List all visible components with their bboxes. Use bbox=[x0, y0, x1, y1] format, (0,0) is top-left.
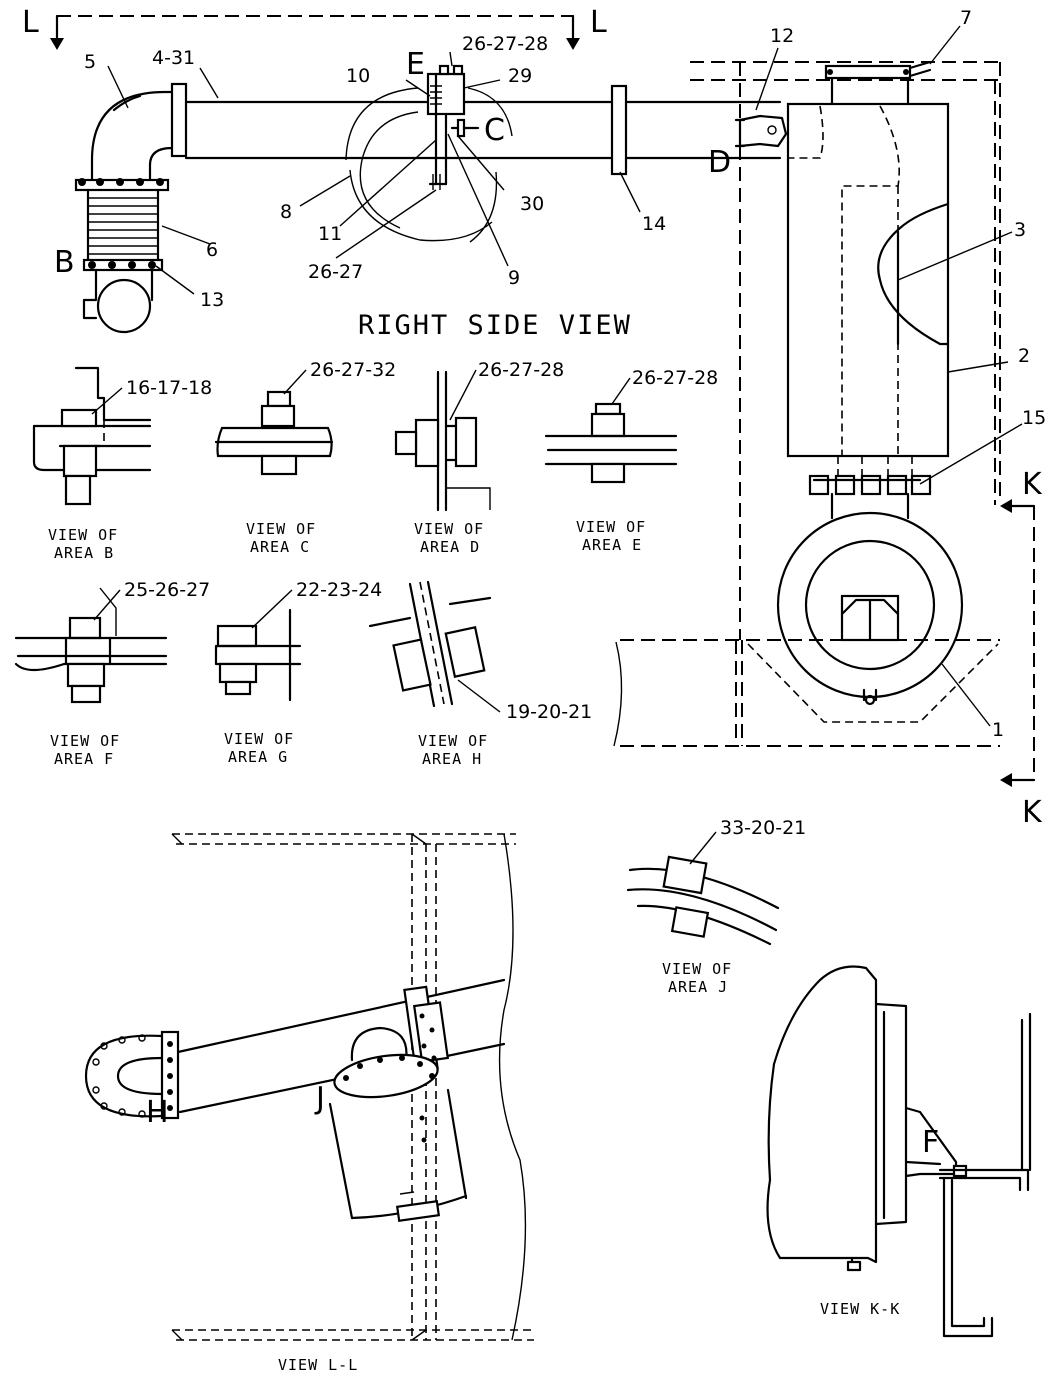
caption-area-e: AREA E bbox=[582, 536, 642, 554]
callout-29: 29 bbox=[508, 65, 532, 87]
section-letter-k-top: K bbox=[1022, 467, 1043, 502]
callout-25-26-27: 25-26-27 bbox=[124, 579, 210, 601]
callout-26-27-28-d: 26-27-28 bbox=[478, 359, 564, 381]
area-letter-j: J bbox=[314, 1081, 325, 1116]
callout-6: 6 bbox=[206, 239, 218, 261]
callout-8: 8 bbox=[280, 201, 292, 223]
view-kk-side bbox=[766, 965, 1032, 1338]
caption-view-of-g: VIEW OF bbox=[224, 730, 294, 748]
area-letter-d: D bbox=[708, 145, 731, 180]
air-cleaner-assembly bbox=[613, 60, 1001, 747]
callout-14: 14 bbox=[642, 213, 666, 235]
callout-4-31: 4-31 bbox=[152, 47, 195, 69]
callout-7: 7 bbox=[960, 7, 972, 29]
detail-area-g bbox=[214, 608, 302, 702]
detail-area-b bbox=[32, 366, 152, 506]
caption-area-b: AREA B bbox=[54, 544, 114, 562]
section-letter-k-bottom: K bbox=[1022, 795, 1043, 830]
view-ll-plan bbox=[84, 833, 534, 1341]
caption-view-of-e: VIEW OF bbox=[576, 518, 646, 536]
caption-area-g: AREA G bbox=[228, 748, 288, 766]
callout-1: 1 bbox=[992, 719, 1004, 741]
callout-15: 15 bbox=[1022, 407, 1046, 429]
callout-26-27: 26-27 bbox=[308, 261, 363, 283]
section-line-k bbox=[1000, 499, 1036, 787]
caption-view-of-b: VIEW OF bbox=[48, 526, 118, 544]
detail-area-f bbox=[14, 587, 168, 704]
caption-view-kk: VIEW K-K bbox=[820, 1300, 900, 1318]
callout-26-27-28-top: 26-27-28 bbox=[462, 33, 548, 55]
detail-area-h bbox=[368, 580, 492, 708]
caption-area-d: AREA D bbox=[420, 538, 480, 556]
section-letter-l-right: L bbox=[590, 5, 607, 40]
callout-13: 13 bbox=[200, 289, 224, 311]
area-letter-f: F bbox=[922, 1125, 939, 1160]
callout-22-23-24: 22-23-24 bbox=[296, 579, 382, 601]
caption-area-h: AREA H bbox=[422, 750, 482, 768]
callout-2: 2 bbox=[1018, 345, 1030, 367]
caption-area-j: AREA J bbox=[668, 978, 728, 996]
callout-30: 30 bbox=[520, 193, 544, 215]
caption-view-of-f: VIEW OF bbox=[50, 732, 120, 750]
area-letter-c: C bbox=[484, 113, 505, 148]
callout-12: 12 bbox=[770, 25, 794, 47]
callout-5: 5 bbox=[84, 51, 96, 73]
callout-16-17-18: 16-17-18 bbox=[126, 377, 212, 399]
callout-11: 11 bbox=[318, 223, 342, 245]
detail-area-j bbox=[626, 855, 780, 946]
caption-view-of-d: VIEW OF bbox=[414, 520, 484, 538]
caption-view-of-c: VIEW OF bbox=[246, 520, 316, 538]
area-letter-e: E bbox=[406, 47, 425, 82]
caption-view-of-h: VIEW OF bbox=[418, 732, 488, 750]
bolt-row-15 bbox=[808, 456, 932, 496]
callout-10: 10 bbox=[346, 65, 370, 87]
detail-area-c bbox=[214, 390, 334, 476]
callout-26-27-32: 26-27-32 bbox=[310, 359, 396, 381]
callout-9: 9 bbox=[508, 267, 520, 289]
leader-lines-right-side bbox=[107, 25, 1023, 727]
detail-area-d bbox=[394, 370, 491, 512]
callout-33-20-21: 33-20-21 bbox=[720, 817, 806, 839]
section-letter-l-left: L bbox=[22, 5, 39, 40]
main-title: RIGHT SIDE VIEW bbox=[358, 310, 632, 341]
area-letter-h: H bbox=[146, 1095, 169, 1130]
caption-view-of-j: VIEW OF bbox=[662, 960, 732, 978]
callout-26-27-28-e: 26-27-28 bbox=[632, 367, 718, 389]
caption-area-c: AREA C bbox=[250, 538, 310, 556]
callout-3: 3 bbox=[1014, 219, 1026, 241]
detail-area-e bbox=[544, 402, 678, 484]
caption-area-f: AREA F bbox=[54, 750, 114, 768]
section-line-l bbox=[50, 14, 580, 50]
area-letter-b: B bbox=[54, 245, 75, 280]
right-side-piping bbox=[74, 64, 788, 334]
callout-19-20-21: 19-20-21 bbox=[506, 701, 592, 723]
caption-view-ll: VIEW L-L bbox=[278, 1356, 358, 1374]
